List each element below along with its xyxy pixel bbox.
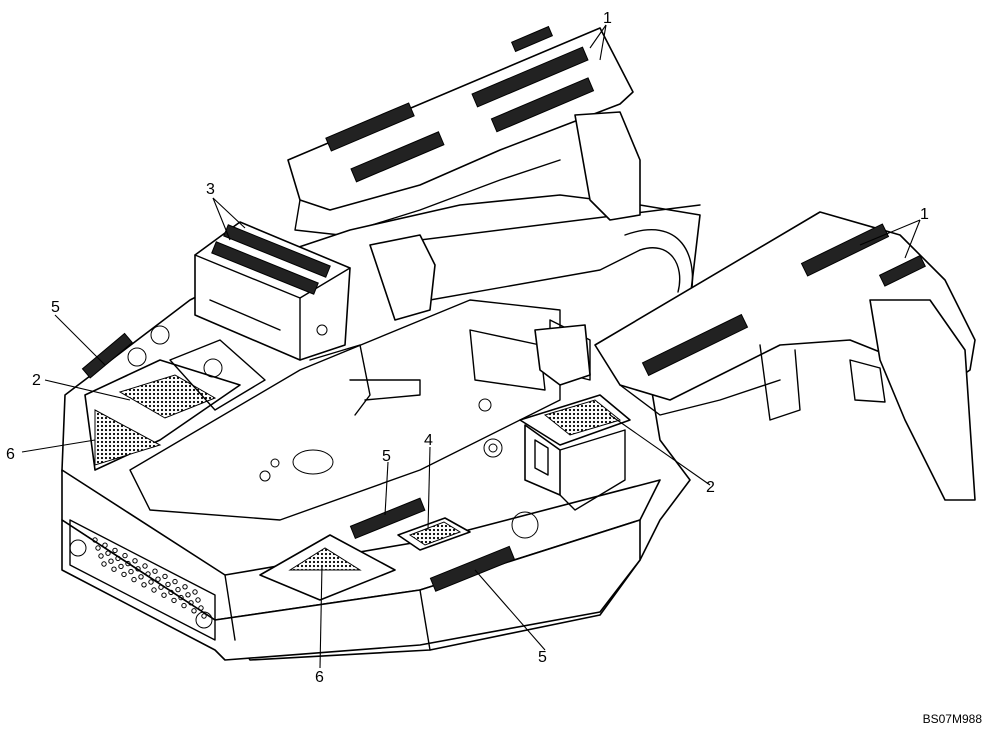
grille-hole xyxy=(155,576,161,582)
right-step xyxy=(519,394,631,511)
callout-4: 4 xyxy=(424,432,433,449)
grille-hole xyxy=(112,547,118,554)
grille-hole xyxy=(191,608,197,614)
left-step-plates xyxy=(81,325,266,471)
grille-hole xyxy=(95,545,101,551)
grille-hole xyxy=(198,605,204,611)
callout-5-left: 5 xyxy=(51,299,60,316)
grille-hole xyxy=(111,566,117,572)
grille-hole xyxy=(118,563,124,570)
grille-hole xyxy=(138,574,144,580)
grille-hole xyxy=(168,589,174,596)
grille-hole xyxy=(181,602,187,609)
callout-1-right: 1 xyxy=(920,206,929,223)
front-grille xyxy=(69,519,216,641)
grille-hole xyxy=(122,552,128,559)
grille-hole xyxy=(201,613,207,619)
grille-hole xyxy=(175,586,181,593)
grille-hole xyxy=(105,550,111,556)
callout-5-bottom: 5 xyxy=(538,649,547,666)
callout-1-top: 1 xyxy=(603,10,612,27)
grille-hole xyxy=(101,561,107,567)
grille-hole xyxy=(102,542,108,548)
grille-hole xyxy=(161,592,167,598)
callout-5-center: 5 xyxy=(382,448,391,465)
grille-hole xyxy=(188,600,194,606)
right-upper-fender xyxy=(594,211,976,501)
grille-hole xyxy=(182,584,188,590)
callout-6-bottom: 6 xyxy=(315,669,324,686)
grille-hole xyxy=(151,587,157,593)
grille-hole xyxy=(142,563,148,569)
grille-hole xyxy=(132,558,138,564)
grille-hole xyxy=(131,576,137,583)
grille-hole xyxy=(178,594,184,601)
grille-hole xyxy=(185,592,191,598)
grille-hole xyxy=(172,578,178,585)
grille-hole xyxy=(108,558,114,564)
grille-hole xyxy=(171,597,177,604)
grille-hole xyxy=(192,589,198,595)
grille-hole xyxy=(115,555,121,562)
leader-lines xyxy=(21,24,921,669)
grille-hole xyxy=(128,568,134,575)
grille-hole xyxy=(135,566,141,572)
front-deck-pads xyxy=(259,497,516,601)
callout-3: 3 xyxy=(206,181,215,198)
grille-hole xyxy=(125,560,131,567)
callout-labels: 1 1 3 5 2 6 2 4 5 5 6 xyxy=(6,10,929,686)
grille-hole xyxy=(98,553,104,559)
grille-hole xyxy=(121,571,127,578)
callout-2-left: 2 xyxy=(32,372,41,389)
grille-hole xyxy=(148,579,154,585)
grille-hole xyxy=(158,584,164,590)
grille-hole xyxy=(141,582,147,588)
battery-box xyxy=(194,221,351,361)
callout-2-right: 2 xyxy=(706,479,715,496)
grille-hole xyxy=(195,597,201,603)
callout-6-left: 6 xyxy=(6,446,15,463)
grille-hole xyxy=(165,581,171,588)
grille-hole xyxy=(162,573,168,580)
grille-hole xyxy=(92,537,98,543)
grille-hole xyxy=(145,571,151,577)
rear-upper-fender xyxy=(287,25,634,236)
drawing-code: BS07M988 xyxy=(922,712,982,726)
grille-hole xyxy=(152,568,158,574)
